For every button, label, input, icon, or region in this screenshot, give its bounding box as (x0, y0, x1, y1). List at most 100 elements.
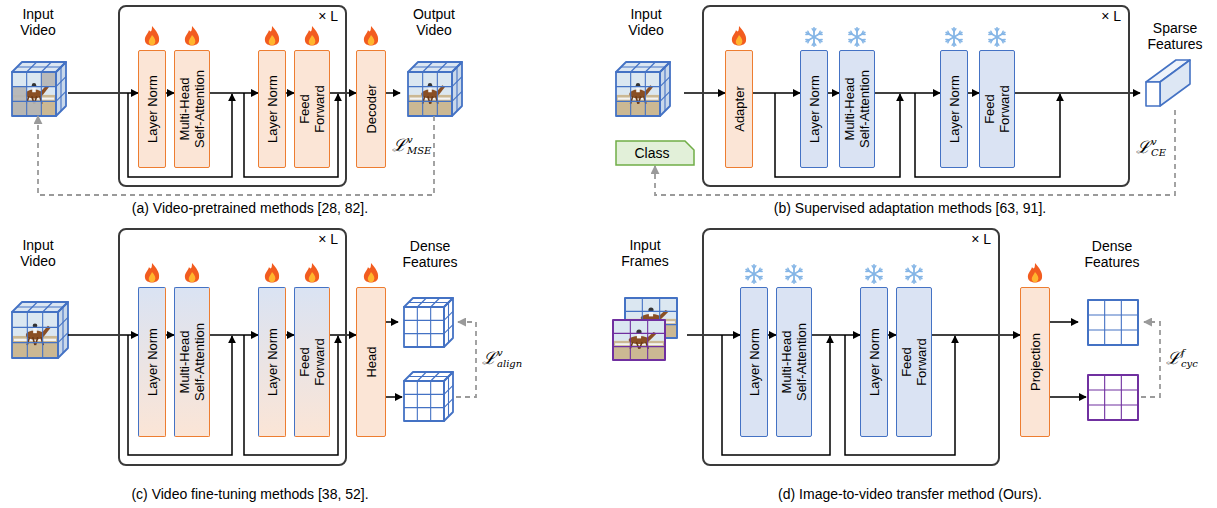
flow-arrow (330, 334, 356, 336)
loss-subscript: MSE (407, 145, 431, 156)
grid-line (1104, 300, 1105, 345)
grid-line (444, 325, 453, 334)
snowflake-icon (808, 40, 810, 43)
node-label: Decoder (364, 64, 379, 154)
sky (616, 72, 660, 95)
flow-arrow (1050, 321, 1078, 323)
flow-arrow (888, 334, 896, 336)
node-label: Class (615, 140, 695, 166)
grid-line (1121, 375, 1122, 420)
loss-superscript: v (407, 134, 431, 145)
figure-node: Input Frames (603, 235, 687, 363)
loss-arrow (1141, 322, 1160, 397)
loss-superscript: f (1181, 347, 1198, 358)
layer-box: Layer Norm (860, 287, 888, 437)
flow-arrow (932, 334, 1020, 336)
fire-icon-core (368, 35, 375, 45)
class-tag: Class (615, 140, 695, 166)
grid-line (41, 62, 51, 72)
grid-line (437, 62, 447, 72)
node-label: Feed Forward (982, 81, 1012, 137)
grid-line (664, 67, 665, 111)
cube-side (444, 372, 453, 421)
node-label: Layer Norm (265, 64, 280, 154)
branch-arrow (386, 396, 402, 398)
node-label: Multi-Head Self-Attention (842, 64, 872, 154)
node-label: × L (971, 231, 991, 247)
snowflake-icon (989, 34, 992, 36)
loss-scripts: valign (497, 347, 522, 369)
grid-line (404, 333, 444, 334)
grid-line (431, 372, 440, 381)
node-label: Feed Forward (899, 334, 929, 390)
loss-label: ℒvMSE (392, 134, 431, 156)
grid-line (437, 72, 438, 116)
node-label: Layer Norm (807, 64, 822, 154)
flow-arrow (968, 92, 979, 94)
snowflake-icon (862, 31, 864, 34)
cube-outline (404, 307, 444, 347)
node-label: Layer Norm (747, 317, 762, 407)
grid-line (17, 306, 63, 307)
grid-line (1104, 375, 1105, 420)
grid-line (41, 72, 42, 116)
figure-node: Input Video (8, 4, 68, 116)
cube-side (452, 62, 462, 116)
snowflake-icon (862, 39, 865, 41)
sky (408, 72, 452, 95)
flow-arrow (68, 334, 138, 336)
fire-icon-core (269, 35, 276, 45)
snowflake-icon (849, 34, 852, 36)
horse-leg (428, 96, 430, 103)
fire-icon-core (368, 272, 375, 282)
grid-line (409, 376, 449, 377)
grid-line (42, 312, 43, 358)
frame-outline (1088, 375, 1138, 420)
horse-leg (35, 337, 37, 345)
node-label: Dense Features (1080, 238, 1144, 270)
node-label: Adapter (732, 64, 747, 154)
layer-box: Multi-Head Self-Attention (174, 287, 210, 437)
loss-superscript: v (1151, 136, 1166, 147)
grid-line (444, 385, 453, 394)
panel-caption: (c) Video fine-tuning methods [38, 52]. (30, 486, 470, 503)
snowflake-icon (799, 276, 802, 278)
layer-box: Layer Norm (258, 50, 286, 168)
fire-icon-core (736, 35, 743, 45)
grid-line (26, 72, 27, 116)
transformer-block: × LLayer NormMulti-Head Self-AttentionLa… (118, 228, 347, 466)
node-label: Sparse Features (1140, 20, 1210, 52)
sky (12, 312, 58, 336)
grid-line (616, 86, 660, 87)
node-label: Output Video (406, 6, 462, 38)
grid-line (58, 317, 68, 327)
fire-icon (364, 263, 378, 283)
cube-side (660, 62, 670, 116)
slab-side (1160, 60, 1190, 106)
snowflake-icon (879, 268, 881, 271)
grid-line (625, 311, 677, 312)
grid-line (12, 101, 56, 102)
snowflake-icon (954, 42, 956, 45)
panel-caption: (b) Supervised adaptation methods [63, 9… (690, 200, 1130, 217)
snowflake-icon (872, 266, 874, 269)
grid-line (60, 67, 61, 111)
snowflake-icon (754, 279, 756, 282)
fire-icon-core (189, 272, 196, 282)
fire-icon (305, 26, 319, 46)
snowflake-icon (919, 268, 921, 271)
flow-arrow (684, 92, 725, 94)
grid-line (613, 346, 665, 347)
node-label: Multi-Head Self-Attention (779, 317, 809, 407)
node-label: Layer Norm (265, 317, 280, 407)
grid-line (58, 333, 68, 343)
snowflake-icon (912, 266, 914, 269)
snowflake-icon (759, 268, 761, 271)
grid-line (660, 77, 670, 87)
class-tag-outline (616, 141, 694, 165)
grid-line (43, 302, 53, 312)
node-label: Input Video (10, 6, 66, 38)
layer-box: Feed Forward (979, 50, 1015, 168)
snowflake-icon (868, 277, 870, 280)
grid-line (430, 381, 431, 421)
